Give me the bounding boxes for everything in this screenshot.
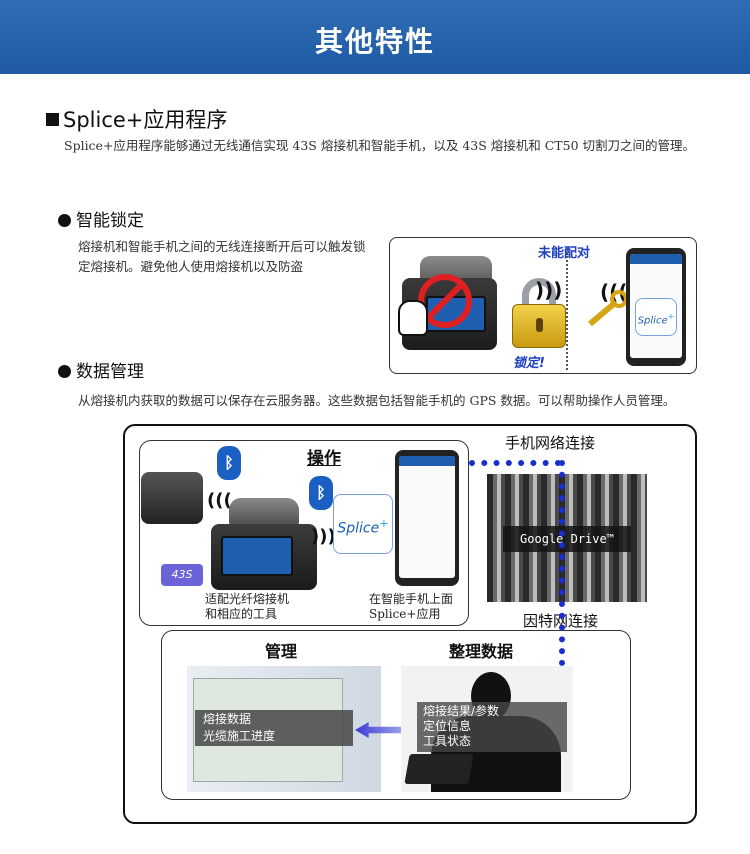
- lock-description: 熔接机和智能手机之间的无线连接断开后可以触发锁定熔接机。避免他人使用熔接机以及防…: [78, 239, 366, 274]
- mobile-network-label: 手机网络连接: [505, 434, 596, 452]
- phone-app-bar: [630, 254, 682, 264]
- phone-caption-line: 在智能手机上面: [369, 592, 454, 606]
- cloud-server-image: Google Drive™: [487, 474, 647, 602]
- splice-plus-logo: Splice+: [333, 494, 393, 554]
- management-overlay: 熔接数据 光缆施工进度: [195, 710, 353, 746]
- locked-label: 锁定!: [513, 356, 545, 371]
- management-screen-photo: 熔接数据 光缆施工进度: [187, 666, 381, 792]
- model-43s-badge: 43S: [161, 564, 203, 586]
- keyhole-icon: [536, 318, 543, 332]
- lock-heading-text: 智能锁定: [76, 211, 144, 231]
- smartphone-icon: [395, 450, 459, 586]
- phone-screen: Splice+: [630, 254, 682, 358]
- operator-silhouette-photo: 熔接结果/参数 定位信息 工具状态: [401, 666, 573, 792]
- data-description: 从熔接机内获取的数据可以保存在云服务器。这些数据包括智能手机的 GPS 数据。可…: [78, 393, 676, 408]
- square-bullet-icon: [46, 113, 59, 126]
- management-panel: [161, 630, 631, 800]
- wireless-wave-icon: ))): [535, 278, 563, 302]
- logo-text: Splice: [337, 520, 380, 537]
- bluetooth-icon: ᛒ: [217, 446, 241, 480]
- header-band: 其他特性: [0, 0, 750, 74]
- section-title: Splice+应用程序: [46, 104, 227, 134]
- fusion-splicer-top: [229, 498, 299, 526]
- unpaired-label: 未能配对: [538, 246, 591, 261]
- organize-overlay: 熔接结果/参数 定位信息 工具状态: [417, 702, 567, 752]
- fusion-caption: 适配光纤熔接机 和相应的工具: [205, 592, 289, 622]
- overlay-line: 光缆施工进度: [203, 729, 276, 743]
- google-drive-label: Google Drive™: [503, 526, 631, 552]
- bullet-dot-icon: [58, 365, 71, 378]
- splice-plus-logo: Splice+: [635, 298, 677, 336]
- overlay-line: 工具状态: [423, 734, 472, 748]
- lock-heading: 智能锁定: [58, 206, 144, 231]
- padlock-icon: [512, 304, 566, 348]
- bullet-dot-icon: [58, 214, 71, 227]
- bluetooth-icon: ᛒ: [309, 476, 333, 510]
- page-title: 其他特性: [314, 25, 435, 58]
- phone-caption-line: Splice+应用: [369, 607, 441, 621]
- overlay-line: 定位信息: [423, 719, 472, 733]
- operation-panel: [139, 440, 469, 626]
- hand-icon: [398, 300, 428, 336]
- overlay-line: 熔接数据: [203, 712, 252, 726]
- phone-app-bar: [399, 456, 455, 466]
- fusion-caption-line: 和相应的工具: [205, 607, 278, 621]
- broken-link-divider: [566, 252, 580, 370]
- data-heading-text: 数据管理: [76, 362, 144, 382]
- mobile-link-dotted-line: [469, 460, 561, 466]
- internet-link-dotted-line: [559, 460, 565, 666]
- smartphone-icon: Splice+: [626, 248, 686, 366]
- cleaver-icon: [141, 472, 203, 524]
- splicer-screen: [221, 536, 293, 576]
- laptop-icon: [404, 754, 474, 784]
- data-heading: 数据管理: [58, 357, 144, 382]
- wireless-wave-icon: ))): [311, 526, 336, 547]
- phone-caption: 在智能手机上面 Splice+应用: [369, 592, 453, 622]
- fusion-caption-line: 适配光纤熔接机: [205, 592, 290, 606]
- wireless-wave-icon: (((: [207, 490, 232, 511]
- section-title-text: Splice+应用程序: [63, 108, 228, 132]
- smart-lock-figure: 未能配对 ))) ((( 锁定! Splice+: [389, 237, 697, 374]
- logo-plus: +: [667, 312, 675, 321]
- organize-data-label: 整理数据: [449, 642, 514, 661]
- logo-text: Splice: [637, 315, 668, 327]
- padlock-shackle: [522, 278, 556, 312]
- section-intro: Splice+应用程序能够通过无线通信实现 43S 熔接机和智能手机，以及 43…: [64, 138, 696, 153]
- operation-label: 操作: [307, 449, 341, 469]
- logo-plus: +: [379, 517, 389, 530]
- data-management-diagram: 操作 手机网络连接 因特网连接 ᛒ ((( 43S ᛒ ))) Splice+ …: [123, 424, 697, 824]
- phone-screen: [399, 456, 455, 578]
- manage-label: 管理: [265, 642, 298, 661]
- overlay-line: 熔接结果/参数: [423, 704, 500, 718]
